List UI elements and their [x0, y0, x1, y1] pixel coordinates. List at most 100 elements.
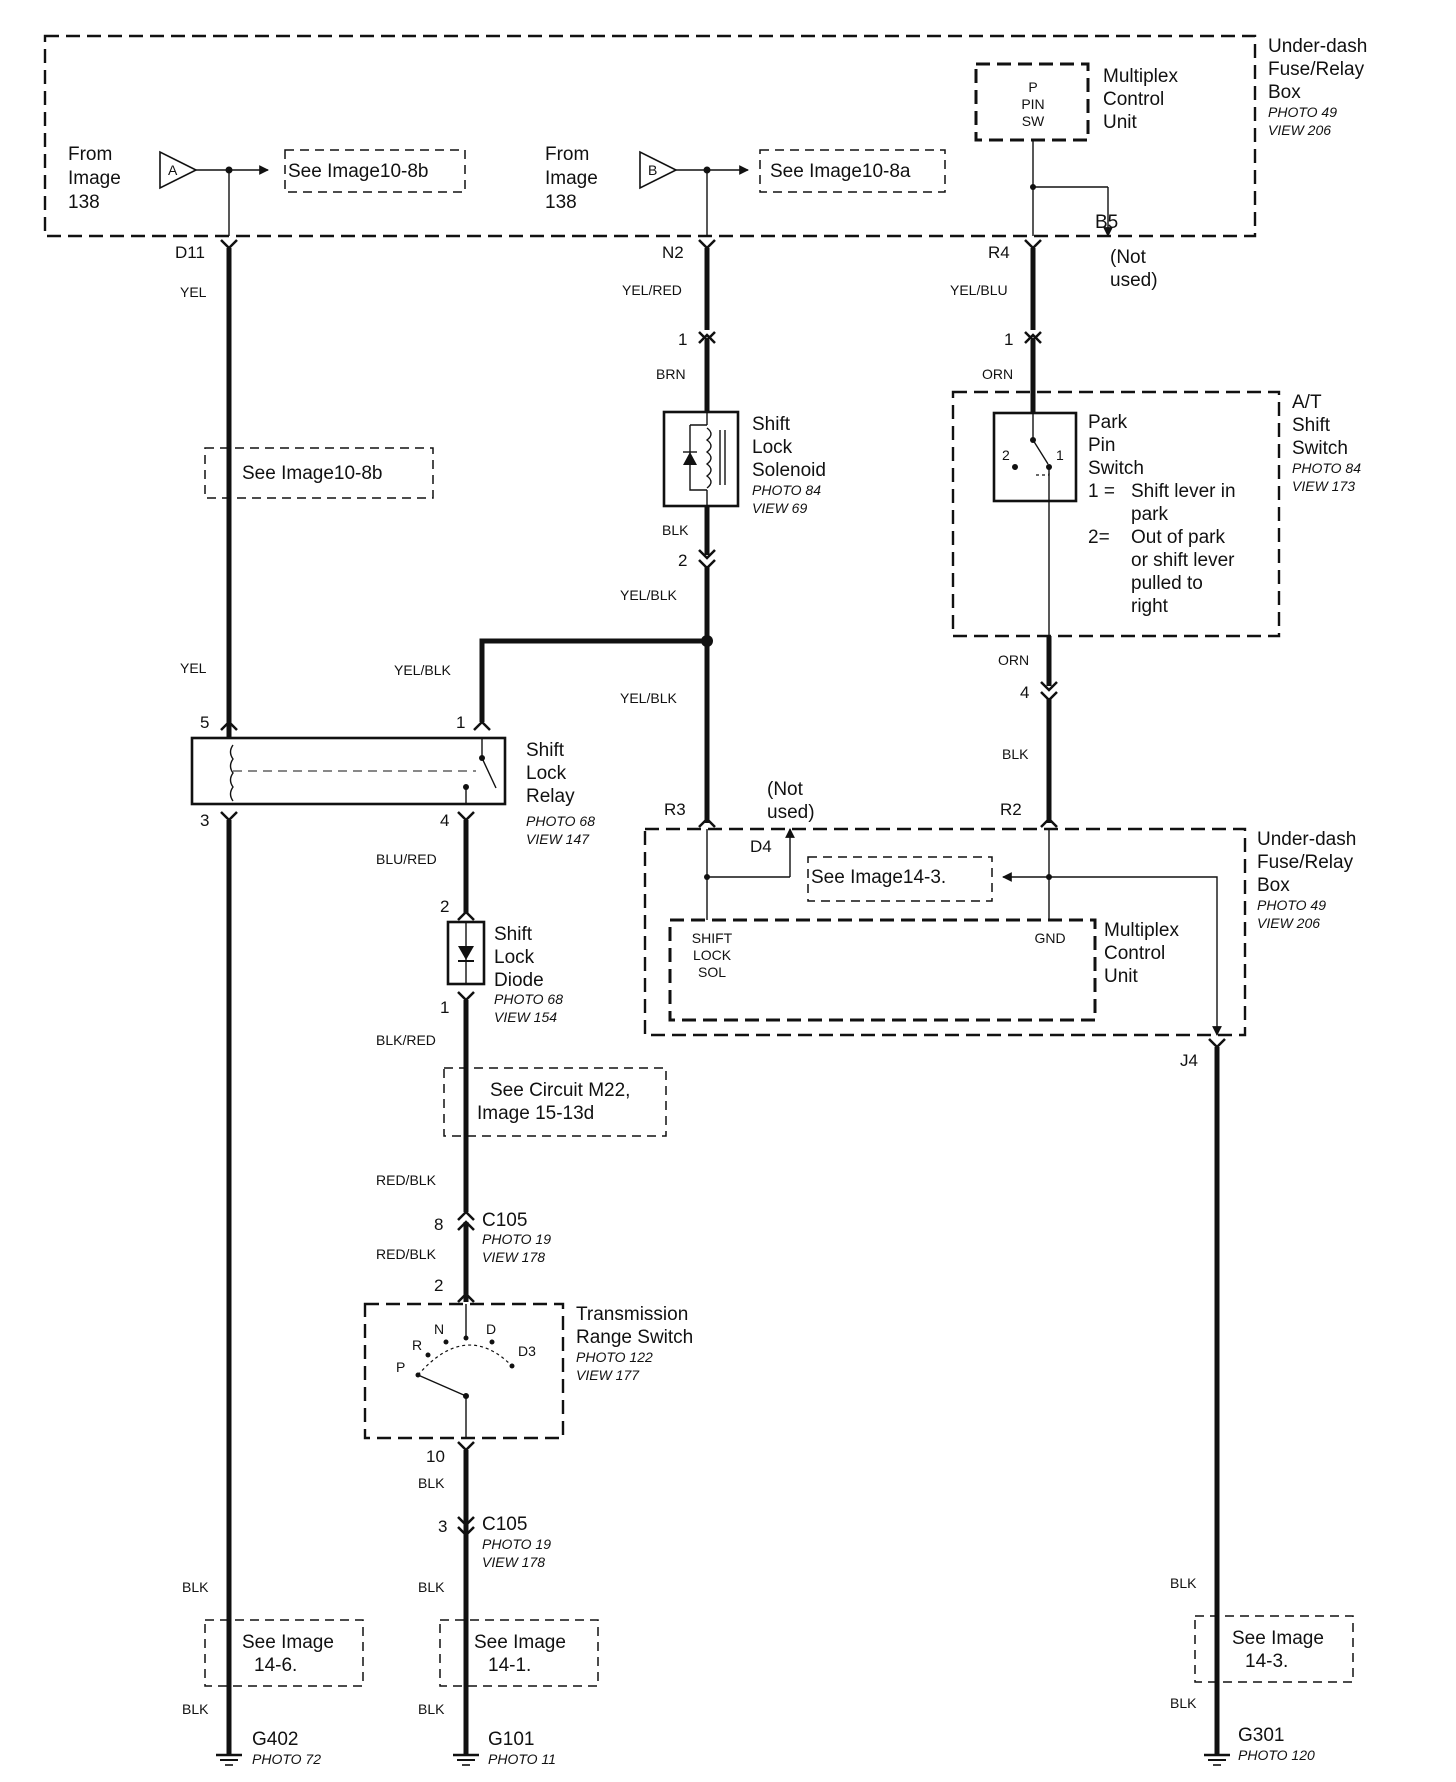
at-switch-label-2: Shift: [1292, 415, 1331, 436]
diode-label-1: Shift: [494, 924, 533, 945]
diode-label-2: Lock: [494, 947, 535, 968]
ref-image-10-8b-top: See Image10-8b: [288, 161, 429, 182]
relay-pin-3: 3: [200, 811, 209, 830]
bottom-box-view: VIEW 206: [1257, 915, 1320, 931]
relay-label-3: Relay: [526, 786, 575, 807]
wire-label-red-blk-1: RED/BLK: [376, 1172, 437, 1188]
park-pin-note-2d: right: [1131, 596, 1169, 617]
wire-label-yel-red: YEL/RED: [622, 282, 682, 298]
mcu-bottom-label-3: Unit: [1104, 966, 1139, 987]
at-switch-photo: PHOTO 84: [1292, 460, 1361, 476]
park-pin-note-2b: or shift lever: [1131, 550, 1235, 571]
connector-relay-4: [457, 811, 475, 822]
bottom-box-title-1: Under-dash: [1257, 829, 1356, 850]
park-pin-note-2-key: 2=: [1088, 527, 1110, 548]
ref-image-10-8a-box: [759, 149, 946, 193]
mcu-shift-lock-sol-1: SHIFT: [692, 930, 733, 946]
c105-pin-3: 3: [438, 1517, 447, 1536]
ground-g101: G101: [488, 1729, 534, 1750]
ref-g301-1: See Image: [1232, 1628, 1324, 1649]
sol-pin-2: 2: [678, 551, 687, 570]
ref-g101-1: See Image: [474, 1632, 566, 1653]
wire-label-yel-blk-2: YEL/BLK: [394, 662, 451, 678]
trs-pos-n: N: [434, 1321, 444, 1337]
b5-note-1: (Not: [1110, 247, 1147, 268]
at-shift-switch-box: [951, 390, 1281, 638]
park-pin-note-2c: pulled to: [1131, 573, 1203, 594]
diode-label-3: Diode: [494, 970, 544, 991]
at-switch-label-1: A/T: [1292, 392, 1322, 413]
connector-r3: [698, 817, 716, 828]
solenoid-photo: PHOTO 84: [752, 482, 821, 498]
connector-c105-3b: [457, 1526, 475, 1537]
at-switch-label-3: Switch: [1292, 438, 1348, 459]
ground-g301-circuit: BLK See Image 14-3. BLK G301 PHOTO 120: [1170, 1047, 1354, 1766]
bottom-box-title-2: Fuse/Relay: [1257, 852, 1354, 873]
from-image-b-2: Image: [545, 168, 598, 189]
d4-note-2: used): [767, 802, 815, 823]
ref-m22-1: See Circuit M22,: [490, 1080, 630, 1101]
connector-a-letter: A: [168, 162, 178, 178]
park-pin-switch-icon: [1012, 413, 1052, 501]
park-pin-pos-1: 1: [1056, 447, 1064, 463]
pin-n2: N2: [662, 243, 684, 262]
top-box-title-2: Fuse/Relay: [1268, 59, 1365, 80]
top-box-title-1: Under-dash: [1268, 36, 1367, 57]
connector-d11: [220, 239, 238, 250]
sw-pin-4: 4: [1020, 683, 1029, 702]
connector-trs-10: [457, 1441, 475, 1452]
trs-pin-2: 2: [434, 1276, 443, 1295]
ground-g301-icon: [1204, 1753, 1230, 1766]
c105-b-view: VIEW 178: [482, 1554, 545, 1570]
mcu-pin-pin: PIN: [1021, 96, 1044, 112]
c105-b-photo: PHOTO 19: [482, 1536, 551, 1552]
park-pin-note-2a: Out of park: [1131, 527, 1225, 548]
b5-note-2: used): [1110, 270, 1158, 291]
ground-g301: G301: [1238, 1725, 1284, 1746]
pin-j4: J4: [1180, 1051, 1198, 1070]
park-pin-label-2: Pin: [1088, 435, 1115, 456]
relay-pin-4: 4: [440, 811, 449, 830]
ref-image-10-8b-left-box: [204, 447, 434, 499]
mcu-top-label-2: Control: [1103, 89, 1164, 110]
park-pin-label-1: Park: [1088, 412, 1128, 433]
c105-a-photo: PHOTO 19: [482, 1231, 551, 1247]
connector-diode-1: [457, 991, 475, 1002]
relay-switch-arm: [481, 757, 497, 789]
diode-photo: PHOTO 68: [494, 991, 563, 1007]
ground-g402-photo: PHOTO 72: [252, 1751, 321, 1767]
ref-g301-2: 14-3.: [1245, 1651, 1288, 1672]
wire-label-yel-blu: YEL/BLU: [950, 282, 1008, 298]
wire-label-yel-mid: YEL: [180, 660, 207, 676]
park-pin-note-1b: park: [1131, 504, 1168, 525]
connector-r4: [1024, 239, 1042, 250]
b5-label: B5: [1095, 212, 1118, 233]
bottom-box-outline: [643, 827, 1247, 1037]
ref-image-10-8a: See Image10-8a: [770, 161, 911, 182]
wire-label-red-blk-2: RED/BLK: [376, 1246, 437, 1262]
pin-d4: D4: [750, 837, 772, 856]
park-pin-pos-2: 2: [1002, 447, 1010, 463]
pin-d11: D11: [175, 243, 205, 262]
ref-g101-2: 14-1.: [488, 1655, 531, 1676]
trs-pos-d: D: [486, 1321, 496, 1337]
left-circuit: D11 YEL See Image10-8b YEL 5 1 Shift Loc…: [175, 239, 595, 1767]
c105-a: C105: [482, 1210, 527, 1231]
solenoid-label-1: Shift: [752, 414, 791, 435]
wire-yel-blk-to-relay: [479, 638, 707, 722]
j4-branch: [1049, 876, 1222, 1036]
from-image-b-3: 138: [545, 192, 577, 213]
connector-c105-3a: [457, 1516, 475, 1527]
diode-view: VIEW 154: [494, 1009, 557, 1025]
wire-label-blk-sw: BLK: [1002, 746, 1029, 762]
mcu-shift-lock-sol-2: LOCK: [693, 947, 732, 963]
from-image-a-3: 138: [68, 192, 100, 213]
ref-g402-box: [204, 1619, 364, 1687]
relay-coil-icon: [229, 744, 234, 802]
trs-pos-p: P: [396, 1359, 405, 1375]
ground-g301-photo: PHOTO 120: [1238, 1747, 1315, 1763]
wire-label-blk-red: BLK/RED: [376, 1032, 436, 1048]
ref-m22-box: [443, 1067, 667, 1137]
wire-label-orn-1: ORN: [982, 366, 1013, 382]
